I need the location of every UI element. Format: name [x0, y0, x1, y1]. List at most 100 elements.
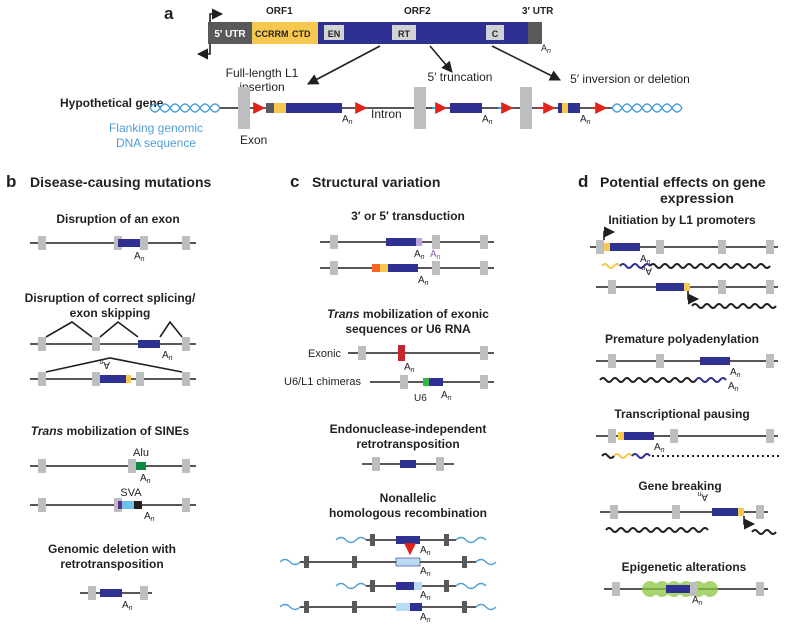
- c4-exon-7: [444, 580, 449, 592]
- utr3-box: [528, 22, 542, 44]
- d2-polya-transcript: An: [728, 381, 739, 393]
- d4-l1: [712, 508, 738, 516]
- b3-exon-2: [92, 372, 100, 386]
- flanking-dna-left: [149, 103, 221, 113]
- u6-label: U6: [414, 393, 427, 404]
- d1-exon-5: [608, 280, 616, 294]
- d1-exon-4: [766, 240, 774, 254]
- b4-exon-3: [182, 459, 190, 473]
- orf2-label: ORF2: [404, 6, 431, 17]
- utr3-label: 3′ UTR: [522, 6, 554, 17]
- b4-exon-2: [128, 459, 136, 473]
- sva-vntr: [122, 501, 134, 509]
- c4-flank-5: [335, 582, 367, 590]
- ins3-orf2: [568, 103, 580, 113]
- polyadenylation-title: Premature polyadenylation: [605, 332, 759, 346]
- c2-exon-4: [480, 375, 488, 389]
- d5-polya: An: [692, 595, 703, 607]
- truncation-text: 5′ truncation: [428, 70, 493, 84]
- c4-l1-4-light: [396, 603, 410, 611]
- splicing-title-2: exon skipping: [70, 306, 151, 320]
- c4-polya-3: An: [420, 590, 431, 602]
- c4-polya-1: An: [420, 545, 431, 557]
- c1-exon-5: [432, 261, 440, 275]
- b2-polya: An: [162, 350, 173, 362]
- c2-exon-2: [480, 346, 488, 360]
- b5-exon-3: [182, 498, 190, 512]
- c2-exon-3: [400, 375, 408, 389]
- d4-exon-1: [610, 505, 618, 519]
- d1-orf1-2: [684, 283, 690, 291]
- c1-polya-1: An: [414, 249, 425, 261]
- insertion-text: insertion: [239, 80, 284, 94]
- endo-title-2: retrotransposition: [356, 437, 459, 451]
- ins1-polya: An: [342, 114, 353, 126]
- d2-exon-1: [608, 354, 616, 368]
- d4-exon-3: [756, 505, 764, 519]
- b3-l1: [100, 375, 126, 383]
- d2-transcript-black: [599, 377, 697, 383]
- d1-polya-1: An: [640, 254, 651, 266]
- disruption-exon-title: Disruption of an exon: [56, 212, 179, 226]
- en-domain: [324, 25, 344, 40]
- c1-polya-3: An: [418, 275, 429, 287]
- d1-exon-7: [766, 280, 774, 294]
- panel-d: d Potential effects on gene expression I…: [578, 172, 780, 607]
- nahr-title-1: Nonallelic: [380, 491, 437, 505]
- d1-l1-1: [610, 243, 640, 251]
- c4-l1-3: [396, 582, 414, 590]
- c1-orf1: [380, 264, 388, 272]
- d1-promoter-arrow-1: [603, 226, 616, 240]
- d5-exon-1: [612, 582, 620, 596]
- d4-exon-2: [672, 505, 680, 519]
- transduction-title: 3′ or 5′ transduction: [351, 209, 465, 223]
- b3-exon-4: [182, 372, 190, 386]
- panel-b-label: b: [6, 172, 16, 191]
- splicing-title-1: Disruption of correct splicing/: [25, 291, 196, 305]
- c1-transduced-5: [372, 264, 380, 272]
- en-label: EN: [328, 29, 341, 39]
- d2-transcript-blue: [695, 377, 727, 383]
- d2-l1: [700, 357, 730, 365]
- b1-exon-4: [182, 236, 190, 250]
- c4-exon-3: [304, 556, 309, 568]
- epigenetic-title: Epigenetic alterations: [622, 560, 747, 574]
- c4-polya-4: An: [420, 612, 431, 624]
- c4-flank-6: [455, 582, 487, 590]
- d1-transcript-black-2: [691, 303, 777, 309]
- c4-exon-2: [444, 534, 449, 546]
- b2-splice-1: [45, 321, 93, 338]
- flanking-dna-left-strand2: [149, 103, 221, 113]
- c4-l1-4: [410, 603, 422, 611]
- d2-polya: An: [730, 367, 741, 379]
- d1-exon-1: [596, 240, 604, 254]
- ins3-orf1: [562, 103, 568, 113]
- c4-l1-2: [395, 557, 421, 567]
- b6-l1: [100, 589, 122, 597]
- flanking-label-1: Flanking genomic: [109, 121, 203, 135]
- d2-exon-3: [766, 354, 774, 368]
- d3-exon-2: [670, 429, 678, 443]
- d4-polya-inverted: An: [697, 490, 708, 502]
- exonic-label: Exonic: [308, 348, 342, 360]
- exon-label: Exon: [240, 133, 267, 147]
- exon-3: [520, 87, 532, 129]
- ins1-utr5: [266, 103, 274, 113]
- c4-exon-1: [370, 534, 375, 546]
- d3-polya: An: [654, 442, 665, 454]
- d1-orf1-1: [604, 243, 610, 251]
- d1-transcript-yellow: [601, 263, 621, 269]
- pausing-title: Transcriptional pausing: [614, 407, 749, 421]
- c4-flank-3: [279, 558, 301, 566]
- c1-exon-4: [330, 261, 338, 275]
- panel-a: a 5′ UTR CC RRM CTD EN RT C ORF1 ORF2 3′…: [60, 4, 690, 150]
- b3-exon-1: [38, 372, 46, 386]
- exon-1: [238, 87, 250, 129]
- c1-exon-1: [330, 235, 338, 249]
- antisense-promoter-arrow: [196, 42, 211, 60]
- d3-orf1: [618, 432, 624, 440]
- c2-exon-1: [358, 346, 366, 360]
- b2-exon-1: [38, 337, 46, 351]
- orf1-label: ORF1: [266, 6, 293, 17]
